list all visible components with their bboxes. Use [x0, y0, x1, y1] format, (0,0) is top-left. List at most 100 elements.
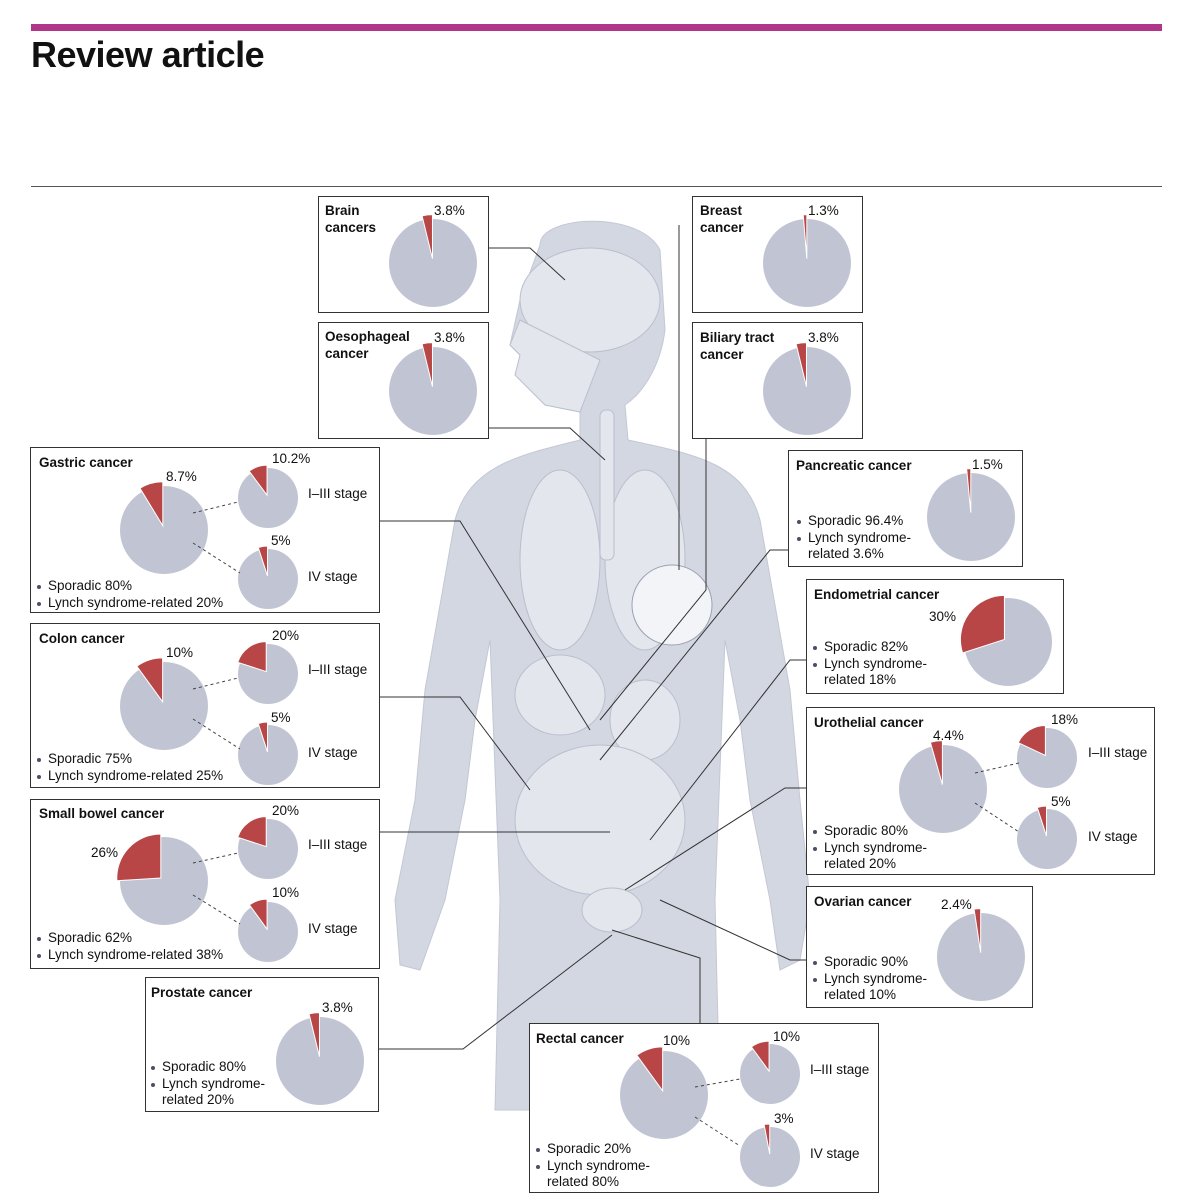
stage-label: IV stage	[810, 1146, 860, 1161]
legend-item: Sporadic 80%	[151, 1059, 265, 1076]
pie-slice-sporadic	[740, 1127, 800, 1187]
pie-urothelial-main	[899, 740, 987, 833]
pie-slice-sporadic	[620, 1051, 708, 1139]
panel-gastric-cancer: Gastric cancer 8.7% 10.2% I–III stage 5%…	[30, 447, 380, 613]
pie-urothelial-stage-4	[1017, 805, 1077, 869]
pie-rectal-stage-1-3	[740, 1040, 800, 1104]
pie-slice-sporadic	[120, 662, 208, 750]
stage-percent-label: 5%	[271, 533, 291, 548]
legend-item-continued: related 20%	[162, 1092, 235, 1107]
legend-item: Sporadic 20%	[536, 1141, 650, 1158]
lynch-percent-label: 3.8%	[808, 330, 839, 345]
panel-endometrial-cancer: Endometrial cancer 30% Sporadic 82% Lync…	[806, 579, 1064, 694]
legend-item: Sporadic 82%	[813, 639, 927, 656]
header-divider	[31, 186, 1162, 187]
intestines	[514, 744, 686, 896]
stage-percent-label: 10%	[272, 885, 300, 900]
main-percent-label: 2.4%	[941, 897, 972, 912]
legend-item: Lynch syndrome-	[813, 971, 927, 988]
panel-ovarian-cancer: Ovarian cancer 2.4% Sporadic 90% Lynch s…	[806, 886, 1033, 1008]
face-profile	[509, 319, 601, 413]
pie-slice-sporadic	[763, 347, 851, 435]
legend: Sporadic 82% Lynch syndrome- related 18%	[813, 639, 927, 689]
legend: Sporadic 20% Lynch syndrome- related 80%	[536, 1141, 650, 1191]
panel-colon-cancer: Colon cancer 10% 20% I–III stage 5% IV s…	[30, 623, 380, 788]
panel-title: Urothelial cancer	[814, 715, 924, 730]
pie-ovarian-cancer	[937, 908, 1025, 1001]
pie-gastric-main	[120, 481, 208, 574]
main-percent-label: 1.5%	[972, 457, 1003, 472]
pie-slice-lynch	[636, 1046, 664, 1093]
pie-slice-lynch	[308, 1012, 320, 1057]
stage-label: IV stage	[308, 569, 358, 584]
pie-slice-lynch	[257, 545, 269, 577]
pie-rectal-stage-4	[740, 1123, 800, 1187]
pie-slice-lynch	[248, 898, 268, 931]
pie-slice-lynch	[421, 342, 433, 387]
pie-small-bowel-main	[116, 833, 208, 925]
stage-label: I–III stage	[308, 662, 368, 677]
pie-slice-sporadic	[937, 913, 1025, 1001]
pie-colon-stage-1-3	[237, 641, 298, 704]
pie-slice-sporadic	[763, 219, 851, 307]
legend-item: Sporadic 62%	[37, 930, 223, 947]
legend-item: Sporadic 80%	[813, 823, 927, 840]
stage-label: I–III stage	[308, 837, 368, 852]
panel-title: Gastric cancer	[39, 455, 133, 470]
main-percent-label: 3.8%	[322, 1000, 353, 1015]
panel-title: Pancreatic cancer	[796, 458, 912, 473]
stage-label: I–III stage	[308, 486, 368, 501]
pie-small-bowel-stage-4	[238, 898, 298, 962]
page-title: Review article	[31, 34, 265, 75]
panel-title: Ovarian cancer	[814, 894, 912, 909]
stage-label: I–III stage	[810, 1062, 870, 1077]
stage-percent-label: 18%	[1051, 712, 1079, 727]
stage-label: I–III stage	[1088, 745, 1148, 760]
legend-item: Sporadic 90%	[813, 954, 927, 971]
main-percent-label: 10%	[663, 1033, 691, 1048]
pie-urothelial-stage-1-3	[1017, 724, 1077, 788]
pie-rectal-main	[620, 1046, 708, 1139]
pie-slice-sporadic	[740, 1044, 800, 1104]
pie-slice-sporadic	[238, 468, 298, 528]
main-percent-label: 26%	[91, 845, 119, 860]
panel-small-bowel-cancer: Small bowel cancer 26% 20% I–III stage 1…	[30, 799, 380, 969]
stage-percent-label: 20%	[272, 803, 300, 818]
pie-slice-sporadic	[120, 486, 208, 574]
pie-slice-lynch	[959, 594, 1005, 654]
pie-slice-lynch	[966, 468, 972, 513]
panel-title: Colon cancer	[39, 631, 125, 646]
pie-slice-sporadic	[927, 473, 1015, 561]
pie-small-bowel-stage-1-3	[237, 816, 298, 879]
stage-percent-label: 10%	[773, 1029, 801, 1044]
lynch-percent-label: 3.8%	[434, 203, 465, 218]
legend-item: Sporadic 80%	[37, 578, 223, 595]
legend-item-continued: related 10%	[824, 987, 897, 1002]
legend-item-continued: related 80%	[547, 1174, 620, 1189]
legend-item: Lynch syndrome-	[151, 1076, 265, 1093]
lynch-percent-label: 1.3%	[808, 203, 839, 218]
legend-item: Sporadic 96.4%	[797, 513, 911, 530]
stage-percent-label: 5%	[1051, 794, 1071, 809]
oesophagus	[599, 409, 615, 561]
legend: Sporadic 96.4% Lynch syndrome- related 3…	[797, 513, 911, 563]
stage-label: IV stage	[308, 745, 358, 760]
header-accent-bar	[31, 24, 1162, 31]
stage-percent-label: 5%	[271, 710, 291, 725]
pie-slice-lynch	[136, 657, 164, 704]
pie-endometrial-cancer	[959, 594, 1052, 686]
pie-slice-sporadic	[238, 725, 298, 785]
pie-colon-stage-4	[238, 721, 298, 785]
pie-breast-cancer	[763, 214, 851, 307]
pie-slice-sporadic	[276, 1017, 364, 1105]
pie-slice-lynch	[763, 1123, 771, 1155]
pie-colon-main	[120, 657, 208, 750]
pie-slice-lynch	[1036, 805, 1048, 837]
lungs-left	[519, 469, 601, 651]
